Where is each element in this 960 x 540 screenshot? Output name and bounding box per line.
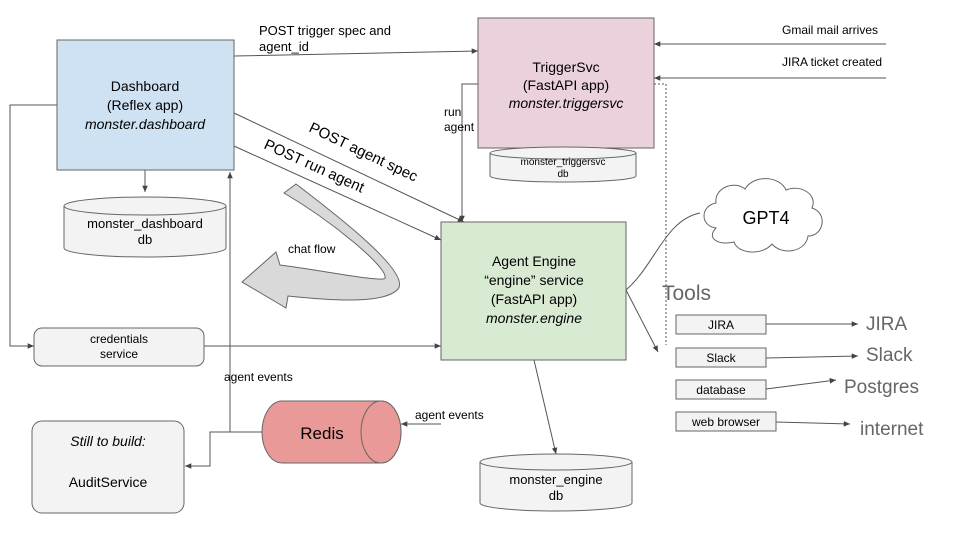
audit-heading: Still to build: (70, 433, 146, 449)
tool-box-database (675, 379, 767, 400)
credentials-box (33, 327, 205, 367)
tool-target-jira: JIRA (866, 314, 908, 335)
edge-engine-tools (625, 289, 659, 353)
edge-engine-gpt4 (625, 212, 701, 291)
dashboard-db-suffix: db (138, 232, 152, 247)
tool-target-postgres: Postgres (844, 377, 919, 398)
triggersvc-db (489, 146, 637, 183)
edge-post-trigger (233, 48, 479, 57)
gpt4-cloud (703, 178, 823, 253)
engine-module: monster.engine (486, 310, 582, 326)
engine-title: Agent Engine (492, 253, 576, 269)
edge-label-post-trigger-2: agent_id (259, 39, 309, 54)
tools-title: Tools (662, 282, 711, 305)
triggersvc-db-suffix: db (557, 169, 569, 180)
chat-flow-arrow (241, 183, 401, 309)
dashboard-db-name: monster_dashboard (87, 216, 203, 231)
redis-cylinder (261, 400, 402, 464)
tool-box-jira (675, 314, 767, 335)
dashboard-module: monster.dashboard (85, 116, 206, 132)
tool-target-internet: internet (860, 419, 924, 440)
credentials-line1: credentials (90, 332, 148, 346)
edge-label-jira-ticket: JIRA ticket created (782, 55, 882, 69)
engine-db-name: monster_engine (509, 472, 602, 487)
edge-engine-db (533, 359, 558, 455)
edge-label-agent-events-2: agent events (415, 408, 484, 422)
engine-box (440, 221, 627, 361)
connectors (9, 41, 886, 469)
edge-label-post-trigger-1: POST trigger spec and (259, 23, 391, 38)
edge-post-run-agent (233, 145, 442, 241)
edge-post-agent-spec (233, 112, 465, 223)
engine-subtitle: (FastAPI app) (491, 291, 577, 307)
redis-label: Redis (300, 424, 343, 443)
tool-label-jira: JIRA (708, 318, 734, 332)
tool-label-slack: Slack (706, 351, 736, 365)
edge-redis-audit (185, 431, 262, 469)
triggersvc-title: TriggerSvc (532, 59, 599, 75)
dashboard-subtitle: (Reflex app) (107, 97, 183, 113)
tool-box-slack (675, 347, 767, 368)
edge-dotted-vertical (654, 83, 667, 345)
gpt4-label: GPT4 (742, 208, 789, 228)
tool-label-database: database (696, 383, 746, 397)
audit-name: AuditService (69, 474, 148, 490)
triggersvc-box (477, 17, 655, 149)
dashboard-box (56, 39, 235, 171)
edge-label-gmail: Gmail mail arrives (782, 23, 878, 37)
dashboard-db (63, 196, 227, 258)
triggersvc-subtitle: (FastAPI app) (523, 77, 609, 93)
audit-box (31, 420, 185, 514)
dashboard-title: Dashboard (111, 78, 180, 94)
edge-tool-database (765, 378, 837, 390)
engine-db-suffix: db (549, 488, 563, 503)
triggersvc-db-name: monster_triggersvc (520, 157, 605, 168)
credentials-line2: service (100, 347, 138, 361)
edge-label-run: run (444, 105, 461, 119)
triggersvc-module: monster.triggersvc (509, 95, 624, 111)
edge-label-agent-events-1: agent events (224, 370, 293, 384)
edge-run-agent (459, 83, 478, 222)
edge-label-agent: agent (444, 120, 475, 134)
engine-service: “engine” service (484, 272, 584, 288)
tool-box-web-browser (675, 411, 777, 432)
edge-tool-browser (775, 421, 851, 427)
tool-label-web-browser: web browser (691, 415, 760, 429)
tool-target-slack: Slack (866, 345, 913, 366)
edge-dashboard-credentials (9, 104, 57, 349)
chat-flow-label: chat flow (288, 242, 336, 256)
edge-tool-slack (765, 353, 859, 359)
engine-db (479, 453, 633, 512)
